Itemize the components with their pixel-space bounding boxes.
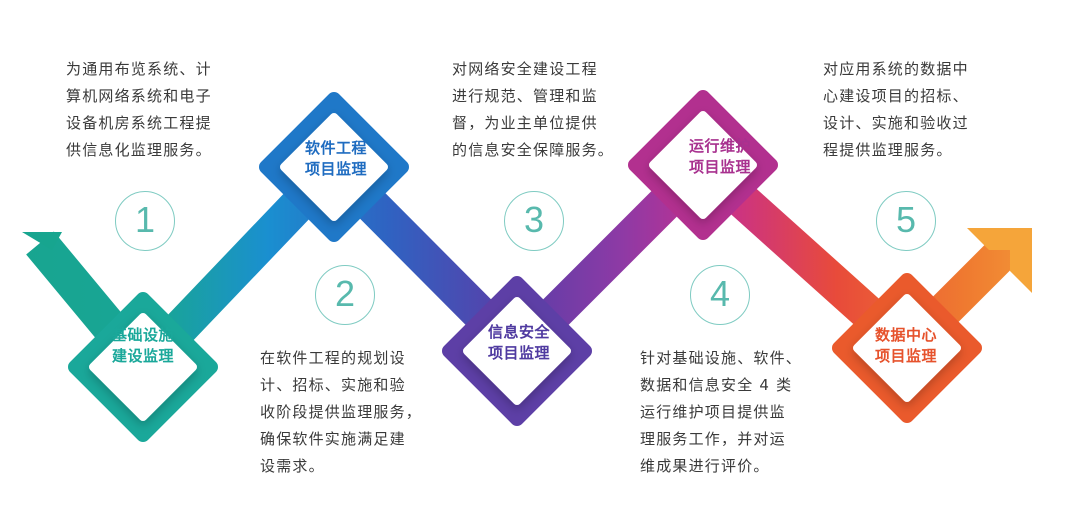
desc-1-line-2: 算机网络系统和电子 [66,87,212,105]
desc-2-line-5: 设需求。 [260,457,325,475]
step-node-1 [68,292,218,442]
step-node-2-inner [280,113,388,221]
desc-4-line-4: 理服务工作，并对运 [640,430,786,448]
step-title-5-line-1: 数据中心 [874,326,937,344]
step-number-2: 2 [315,265,375,325]
desc-2-line-3: 收阶段提供监理服务， [260,403,423,421]
desc-4-line-1: 针对基础设施、软件、 [640,349,803,367]
desc-3-line-2: 进行规范、管理和监 [452,87,598,105]
step-node-5-inner [853,294,961,402]
step-title-5: 数据中心 项目监理 [846,325,966,367]
desc-5-line-2: 心建设项目的招标、 [823,87,969,105]
step-description-2: 在软件工程的规划设 计、招标、实施和验 收阶段提供监理服务， 确保软件实施满足建… [260,345,422,480]
step-node-2 [259,92,409,242]
step-title-3-line-2: 项目监理 [487,344,550,362]
step-number-3: 3 [504,191,564,251]
step-title-1: 基础设施 建设监理 [83,325,203,367]
step-description-4: 针对基础设施、软件、 数据和信息安全 4 类 运行维护项目提供监 理服务工作，并… [640,345,802,480]
step-title-2-line-2: 项目监理 [304,160,367,178]
step-title-4-line-1: 运行维护 [688,137,751,155]
step-title-4: 运行维护 项目监理 [660,136,780,178]
step-description-3: 对网络安全建设工程 进行规范、管理和监 督，为业主单位提供 的信息安全保障服务。 [452,56,614,164]
desc-3-line-3: 督，为业主单位提供 [452,114,598,132]
desc-3-line-1: 对网络安全建设工程 [452,60,598,78]
step-title-5-line-2: 项目监理 [874,347,937,365]
step-node-3-inner [463,297,571,405]
step-node-4 [628,90,778,240]
desc-4-line-3: 运行维护项目提供监 [640,403,786,421]
step-node-4-inner [649,111,757,219]
arrow-head [967,228,1032,293]
step-description-5: 对应用系统的数据中 心建设项目的招标、 设计、实施和验收过 程提供监理服务。 [823,56,969,164]
desc-2-line-4: 确保软件实施满足建 [260,430,406,448]
step-number-1: 1 [115,191,175,251]
desc-4-line-2: 数据和信息安全 4 类 [640,376,793,394]
step-title-2-line-1: 软件工程 [304,139,367,157]
step-number-5: 5 [876,191,936,251]
step-title-1-line-1: 基础设施 [111,326,174,344]
desc-1-line-4: 供信息化监理服务。 [66,141,212,159]
step-title-3-line-1: 信息安全 [487,323,550,341]
desc-1-line-1: 为通用布览系统、计 [66,60,212,78]
desc-5-line-4: 程提供监理服务。 [823,141,953,159]
desc-3-line-4: 的信息安全保障服务。 [452,141,615,159]
band-tail [22,232,62,250]
step-description-1: 为通用布览系统、计 算机网络系统和电子 设备机房系统工程提 供信息化监理服务。 [66,56,212,164]
step-node-3 [442,276,592,426]
step-title-4-line-2: 项目监理 [688,158,751,176]
step-node-5 [832,273,982,423]
step-node-1-inner [89,313,197,421]
step-title-1-line-2: 建设监理 [111,347,174,365]
desc-4-line-5: 维成果进行评价。 [640,457,770,475]
desc-2-line-2: 计、招标、实施和验 [260,376,406,394]
desc-5-line-3: 设计、实施和验收过 [823,114,969,132]
step-title-3: 信息安全 项目监理 [459,322,579,364]
step-number-4: 4 [690,265,750,325]
desc-2-line-1: 在软件工程的规划设 [260,349,406,367]
step-title-2: 软件工程 项目监理 [276,138,396,180]
desc-5-line-1: 对应用系统的数据中 [823,60,969,78]
desc-1-line-3: 设备机房系统工程提 [66,114,212,132]
